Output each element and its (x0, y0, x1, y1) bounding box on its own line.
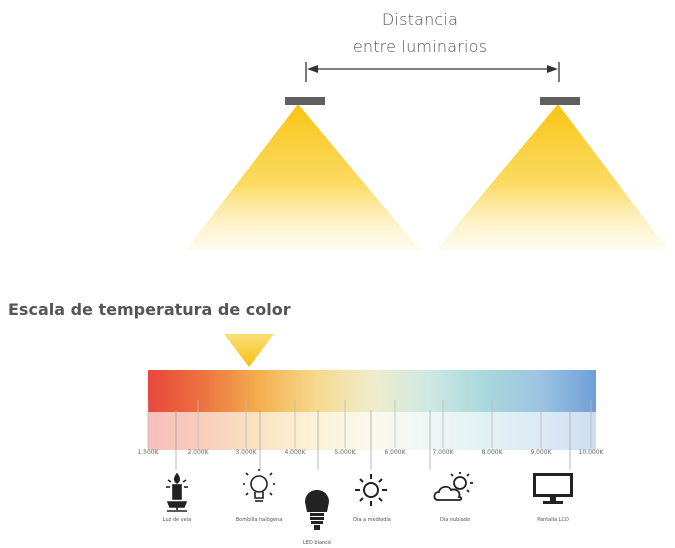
tick-label-9000k: 9.000K (530, 449, 552, 456)
icon-label-candle: Luz de vela (162, 517, 192, 523)
arrowhead-right-icon (547, 65, 558, 73)
color-scale (147, 370, 596, 470)
icon-label-led: LED blanco (303, 540, 331, 546)
led-bulb-icon (305, 490, 329, 530)
tick-label-8000k: 8.000K (481, 449, 503, 456)
tick-label-3000k: 3.000K (235, 449, 257, 456)
light-beam-right (436, 104, 668, 250)
luminaire-right (540, 97, 580, 105)
tick-label-6000k: 6.000K (384, 449, 406, 456)
cloud-sun-icon (433, 472, 473, 501)
luminaire-left (285, 97, 325, 105)
light-beam-left (186, 104, 420, 250)
tick-label-1500k: 1.500K (137, 449, 159, 456)
icon-label-cloud: Día nublado (439, 517, 471, 523)
distance-label-line2: entre luminarios (352, 37, 488, 56)
section-title: Escala de temperatura de color (8, 300, 291, 319)
indicator-triangle-icon (224, 334, 274, 367)
monitor-icon (533, 473, 573, 504)
tick-label-2000k: 2.000K (187, 449, 209, 456)
scale-bar (148, 370, 596, 412)
icon-label-sun: Día a mediodía (353, 517, 391, 523)
tick-label-5000k: 5.000K (334, 449, 356, 456)
luminaires-diagram (186, 62, 668, 250)
tick-label-10000k: 10.000K (578, 449, 604, 456)
candle-icon (166, 472, 188, 512)
sun-icon (355, 474, 387, 506)
distance-label-line1: Distancia (381, 10, 459, 29)
tick-label-7000k: 7.000K (432, 449, 454, 456)
icon-label-bulb: Bombilla halógena (235, 517, 283, 523)
arrowhead-left-icon (307, 65, 318, 73)
icon-label-monitor: Pantalla LCD (537, 517, 569, 523)
bulb-icon (243, 469, 275, 502)
tick-label-4000k: 4.000K (284, 449, 306, 456)
scale-fade (148, 412, 596, 450)
